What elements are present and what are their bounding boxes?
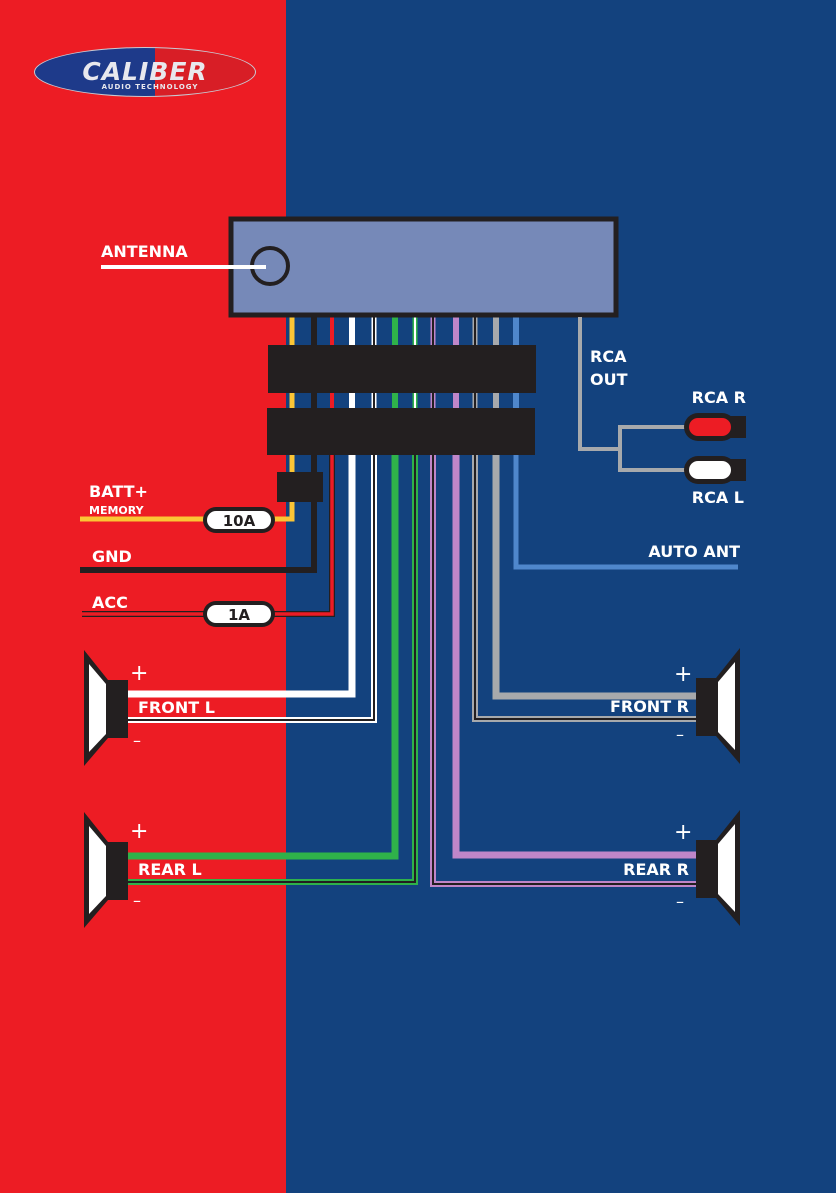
front-l-minus-sign: –	[133, 731, 141, 750]
auto-ant-label: AUTO ANT	[648, 542, 740, 561]
front-r-label: FRONT R	[610, 697, 689, 716]
logo-tagline: AUDIO TECHNOLOGY	[102, 83, 199, 91]
wires	[80, 317, 738, 887]
head-unit	[228, 216, 619, 318]
connector-gap-red	[267, 393, 285, 408]
rca-out-label-1: RCA	[590, 347, 627, 366]
rear-r-label: REAR R	[623, 860, 689, 879]
speaker-rear-l-icon	[84, 812, 128, 928]
speaker-front-r-icon	[696, 648, 740, 764]
speaker-front-l-icon	[84, 650, 128, 766]
memory-label: MEMORY	[89, 504, 145, 517]
caliber-logo: CALIBER AUDIO TECHNOLOGY	[34, 47, 256, 97]
fuse-10a: 10A	[203, 507, 275, 533]
batt-label: BATT+	[89, 482, 148, 501]
antenna-label: ANTENNA	[101, 242, 188, 261]
rca-r-label: RCA R	[692, 388, 746, 407]
logo-brand: CALIBER	[82, 57, 207, 86]
rear-r-plus-sign: +	[674, 820, 692, 845]
fuse-10a-label: 10A	[223, 512, 256, 530]
rear-l-minus-sign: –	[133, 891, 141, 910]
rca-l-label: RCA L	[692, 488, 744, 507]
rca-out-label-2: OUT	[590, 370, 628, 389]
right-panel	[286, 0, 836, 1193]
front-l-plus-sign: +	[130, 661, 148, 686]
rear-r-minus-sign: –	[676, 892, 684, 911]
wire-rear-r-plus	[452, 455, 697, 859]
wire-rca-out	[578, 317, 620, 451]
connector-block-top[interactable]	[268, 345, 536, 393]
rear-l-plus-sign: +	[130, 819, 148, 844]
wire-rear-l-plus	[128, 455, 399, 860]
fuse-1a-label: 1A	[228, 606, 250, 624]
fuse-1a: 1A	[203, 601, 275, 627]
speaker-rear-r-icon	[696, 810, 740, 926]
left-panel	[0, 0, 286, 1193]
rca-l-plug-icon	[684, 456, 746, 484]
wire-auto-ant	[513, 455, 738, 570]
wire-front-l-plus	[128, 455, 356, 698]
front-l-label: FRONT L	[138, 698, 215, 717]
rca-r-plug-icon	[684, 413, 746, 441]
wire-rca-l	[618, 449, 690, 472]
acc-label: ACC	[92, 593, 128, 612]
wire-stubs	[289, 317, 519, 408]
wire-gnd	[80, 455, 317, 573]
gnd-label: GND	[92, 547, 132, 566]
rear-l-label: REAR L	[138, 860, 202, 879]
connector-block-bottom[interactable]	[267, 408, 535, 455]
front-r-minus-sign: –	[676, 725, 684, 744]
wire-front-r-plus	[492, 455, 697, 700]
front-r-plus-sign: +	[674, 662, 692, 687]
